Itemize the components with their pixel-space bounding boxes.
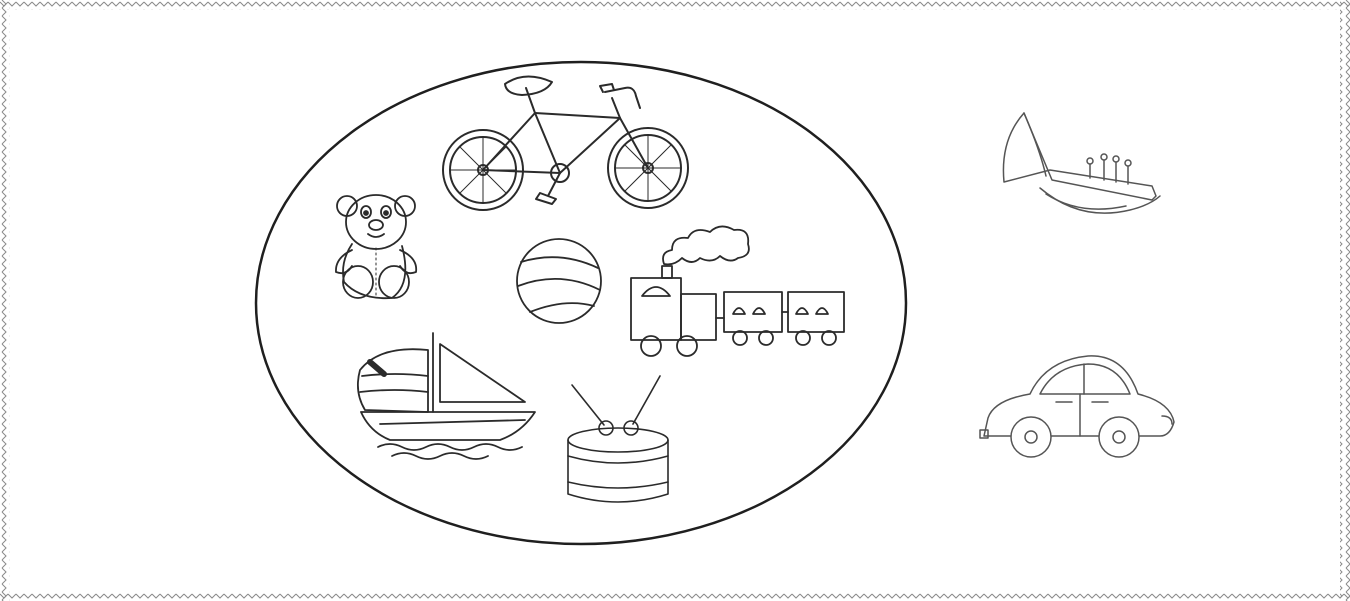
ball-icon[interactable] (516, 238, 602, 324)
bicycle-icon[interactable] (442, 75, 689, 211)
drum-icon[interactable] (567, 375, 669, 503)
train-icon[interactable] (630, 225, 845, 357)
car-icon[interactable] (979, 355, 1175, 458)
group-oval (254, 60, 908, 546)
teddy-bear-icon[interactable] (335, 194, 418, 300)
sailboat-icon[interactable] (356, 332, 536, 460)
trumpet-icon[interactable] (1002, 112, 1161, 214)
